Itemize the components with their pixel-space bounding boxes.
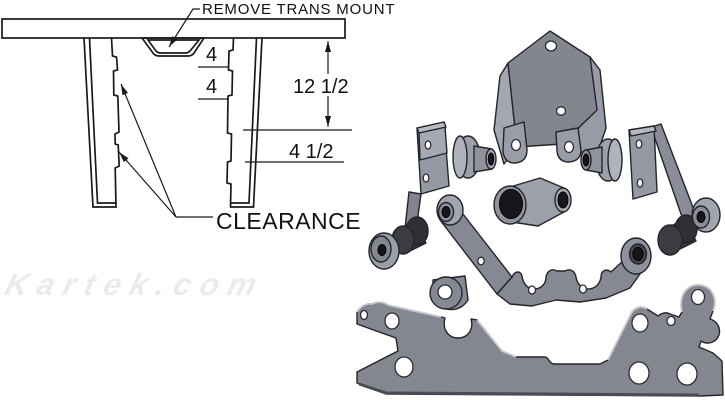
exploded-view xyxy=(356,30,724,397)
tower-bracket xyxy=(493,30,607,165)
clearance-leaders xyxy=(118,83,213,218)
crossmember-bar xyxy=(1,18,346,39)
dim-12-half: 12 1/2 xyxy=(293,41,349,127)
callout-leader xyxy=(168,8,200,48)
trans-mount-outline xyxy=(140,37,206,57)
left-barrel-assembly xyxy=(368,194,464,270)
dim-4-top: 4 xyxy=(206,44,217,66)
callout-remove-trans-mount: REMOVE TRANS MOUNT xyxy=(202,1,395,18)
clearance-label: CLEARANCE xyxy=(216,208,361,234)
left-tab-arm xyxy=(404,121,450,231)
dim-12-half-text: 12 1/2 xyxy=(293,76,349,98)
frame-horn-right xyxy=(226,37,263,208)
upper-v-bracket xyxy=(429,213,652,311)
right-barrel-assembly xyxy=(657,197,721,256)
right-tab-arm xyxy=(628,123,701,231)
flanged-bushing-left xyxy=(452,135,497,179)
center-tube xyxy=(493,177,572,227)
flanged-bushing-right xyxy=(580,138,623,182)
bottom-skid-plate xyxy=(356,284,724,397)
frame-horn-left xyxy=(83,37,121,208)
technical-drawing: REMOVE TRANS MOUNT 4 4 12 1/2 4 1/2 CLEA… xyxy=(1,1,395,234)
dim-4-bottom: 4 xyxy=(206,76,217,98)
dim-4-half-text: 4 1/2 xyxy=(289,141,333,163)
